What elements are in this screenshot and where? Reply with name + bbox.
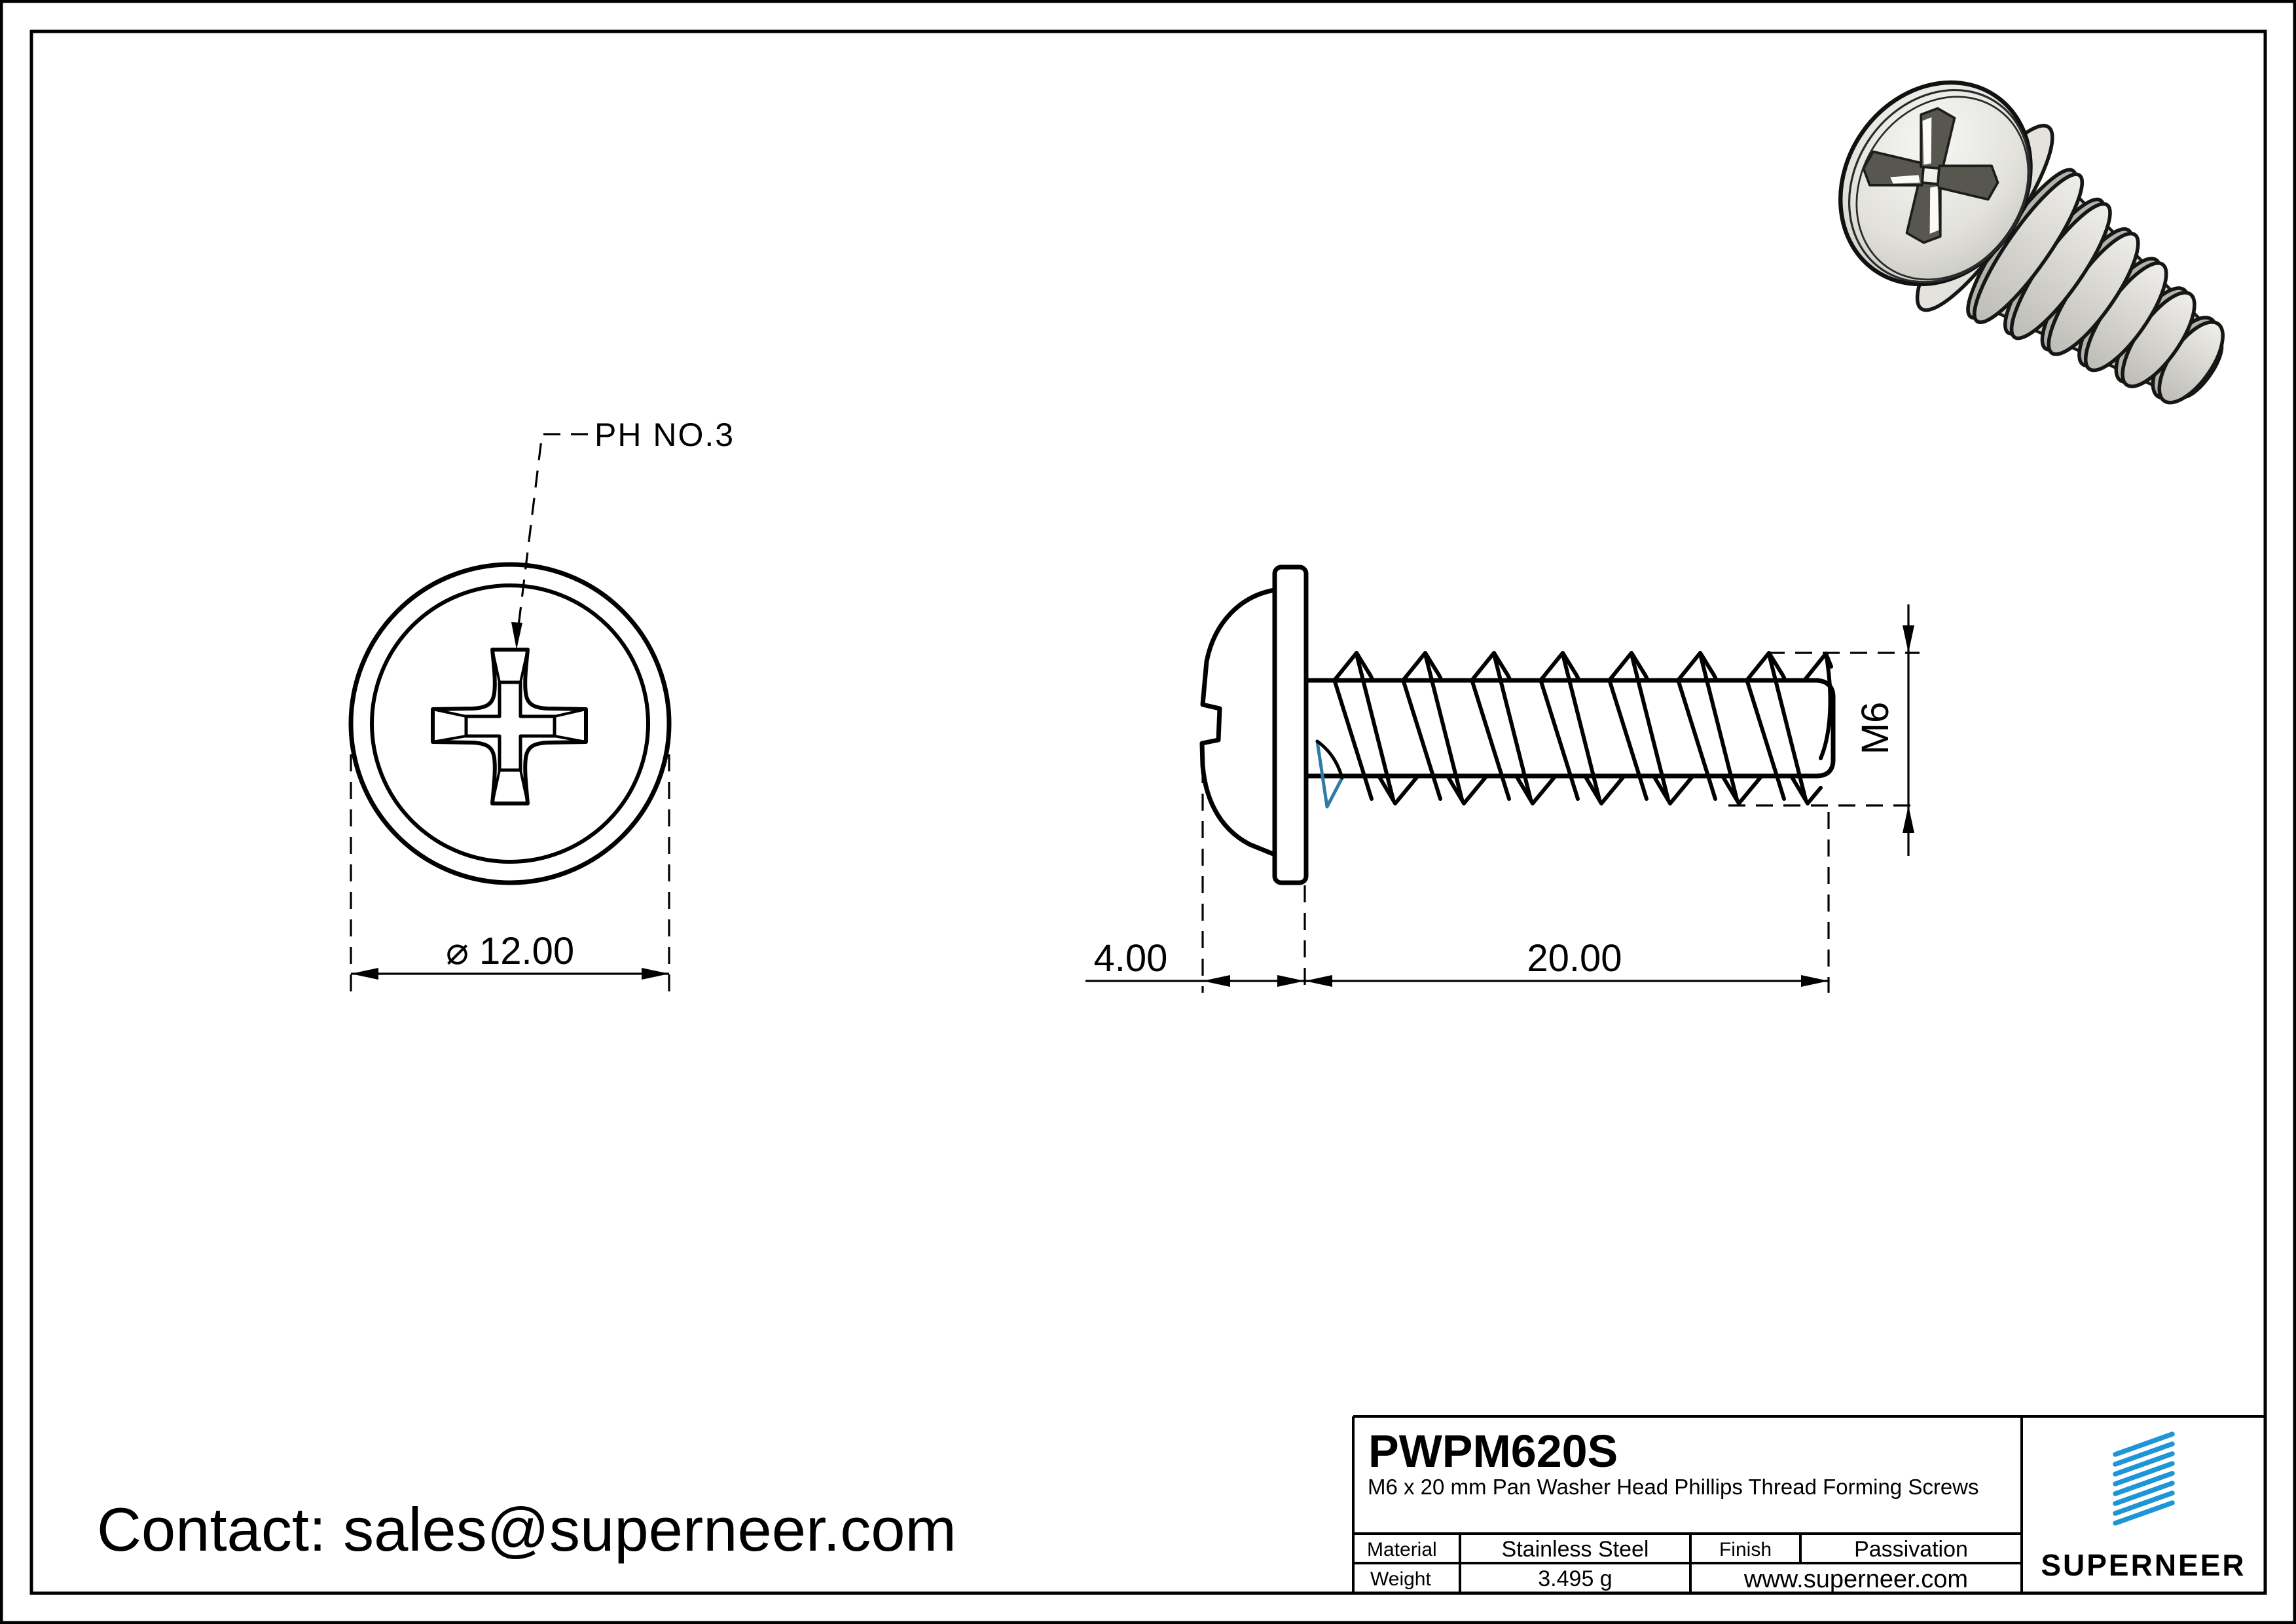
weight-label: Weight bbox=[1370, 1568, 1431, 1590]
washer-flange bbox=[1272, 564, 1309, 885]
brand-wordmark: SUPERNEER bbox=[2041, 1548, 2246, 1582]
thread-start-top-edge bbox=[1315, 739, 1344, 780]
phillips-chamfer-lines bbox=[432, 649, 587, 804]
thread-dim-text: M6 bbox=[1854, 702, 1897, 755]
front-view: PH NO.3 ⌀ 12.00 bbox=[348, 416, 735, 993]
side-extension-lines bbox=[1201, 766, 1830, 993]
website-link[interactable]: www.superneer.com bbox=[1743, 1566, 1968, 1593]
recess-label: PH NO.3 bbox=[594, 416, 735, 453]
title-block: PWPM620S M6 x 20 mm Pan Washer Head Phil… bbox=[1352, 1415, 2265, 1593]
part-description: M6 x 20 mm Pan Washer Head Phillips Thre… bbox=[1368, 1475, 1979, 1499]
thread-teeth-top bbox=[1332, 651, 1833, 682]
recess-leader-line bbox=[516, 433, 588, 637]
diameter-extension-lines bbox=[350, 727, 670, 993]
screw-3d-render bbox=[1838, 80, 2225, 405]
thread-start-accent bbox=[1315, 739, 1344, 809]
thread-flank-lines bbox=[1333, 652, 1832, 802]
diameter-arrow-right bbox=[642, 968, 669, 980]
length-dim-text: 20.00 bbox=[1527, 937, 1622, 980]
finish-label: Finish bbox=[1719, 1539, 1772, 1560]
thread-dia-arrow-bottom bbox=[1903, 805, 1914, 833]
head-dim-arrow-right bbox=[1277, 975, 1305, 987]
diameter-arrow-left bbox=[351, 968, 378, 980]
contact-line: Contact: sales@superneer.com bbox=[97, 1495, 957, 1564]
weight-value: 3.495 g bbox=[1538, 1566, 1612, 1591]
side-view: 4.00 20.00 M6 bbox=[1085, 564, 1920, 993]
drawing-frame bbox=[29, 29, 2267, 1595]
thread-dia-extension-lines bbox=[1728, 652, 1920, 807]
thread-teeth-bottom bbox=[1377, 774, 1823, 805]
phillips-recess-outline bbox=[431, 648, 588, 805]
length-arrow-right bbox=[1801, 975, 1829, 987]
phillips-recess-inner bbox=[464, 680, 556, 772]
phillips-recess-3d-icon bbox=[1862, 107, 1999, 244]
recess-leader-arrow bbox=[511, 622, 522, 650]
superneer-logo-stripes-icon bbox=[2113, 1431, 2175, 1526]
pan-head-profile bbox=[1199, 587, 1277, 857]
screw-threads bbox=[1966, 168, 2225, 405]
head-dim-arrow-left bbox=[1203, 975, 1230, 987]
material-value: Stainless Steel bbox=[1502, 1537, 1649, 1562]
thread-end-cap bbox=[1815, 678, 1836, 779]
finish-value: Passivation bbox=[1854, 1537, 1968, 1562]
length-arrow-left bbox=[1305, 975, 1332, 987]
part-number: PWPM620S bbox=[1368, 1426, 1618, 1477]
washer-outer-circle bbox=[348, 562, 672, 885]
title-block-grid bbox=[1352, 1415, 2265, 1593]
superneer-logo: SUPERNEER bbox=[2041, 1431, 2246, 1582]
diameter-dim-text: ⌀ 12.00 bbox=[446, 930, 574, 972]
pan-head-circle bbox=[370, 583, 650, 864]
head-thickness-dim-text: 4.00 bbox=[1094, 937, 1168, 980]
thread-dia-arrow-top bbox=[1903, 625, 1914, 653]
material-label: Material bbox=[1367, 1539, 1437, 1560]
